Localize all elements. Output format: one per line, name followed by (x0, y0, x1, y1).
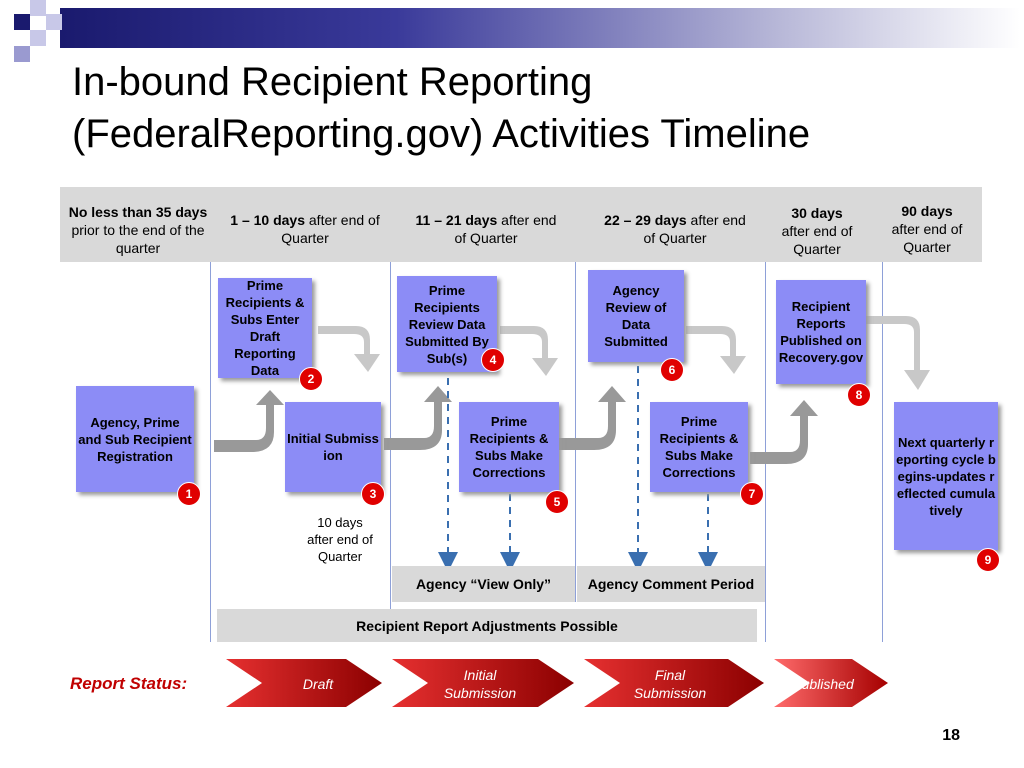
step-box-corrections-2: Prime Recipients & Subs Make Corrections (650, 402, 748, 492)
adjustments-band: Recipient Report Adjustments Possible (217, 609, 757, 642)
agency-comment-period-band: Agency Comment Period (577, 566, 765, 602)
column-divider (882, 262, 883, 642)
header-cell-text: after end of Quarter (281, 212, 380, 246)
step-label: Prime Recipients Review Data Submitted B… (405, 282, 489, 366)
header-cell-bold: 1 – 10 days (230, 212, 305, 228)
step-badge: 9 (976, 548, 1000, 572)
step-number: 8 (855, 388, 863, 402)
step-badge: 8 (847, 383, 871, 407)
curved-up-arrows (214, 386, 818, 464)
step-label: Agency Review of Data Submitted (604, 283, 668, 349)
decoration-square (14, 46, 30, 62)
step-number: 1 (185, 487, 193, 501)
decoration-square (30, 30, 46, 46)
header-cell-text: after end of Quarter (891, 221, 963, 255)
title-line-1: In-bound Recipient Reporting (72, 60, 593, 104)
initial-submission-note: 10 days after end of Quarter (307, 515, 373, 564)
dashed-review-arrows (438, 366, 718, 572)
arrow-1-to-2 (214, 390, 284, 452)
header-cell-bold: 30 days (791, 205, 843, 221)
step-label: Agency, Prime and Sub Recipient Registra… (78, 414, 192, 464)
step-box-published: Recipient Reports Published on Recovery.… (776, 280, 866, 384)
title-decoration-bar (60, 8, 1020, 48)
band-label: Recipient Report Adjustments Possible (356, 617, 618, 634)
status-stage-final: Final Submission (633, 667, 707, 701)
step-badge: 4 (481, 348, 505, 372)
status-stage-published: Published (792, 676, 854, 692)
step-number: 3 (369, 487, 377, 501)
step-number: 5 (553, 495, 561, 509)
step-box-review-sub-data: Prime Recipients Review Data Submitted B… (397, 276, 497, 372)
step-badge: 7 (740, 482, 764, 506)
arrow-8-to-9 (866, 316, 930, 390)
step-badge: 5 (545, 490, 569, 514)
step-box-next-cycle: Next quarterly reporting cycle begins-up… (894, 402, 998, 550)
arrow-4-to-5 (500, 326, 558, 376)
step-number: 2 (307, 372, 315, 386)
arrow-3-to-4 (384, 386, 452, 450)
step-badge: 3 (361, 482, 385, 506)
step-badge: 1 (177, 482, 201, 506)
header-cell-bold: No less than 35 days (68, 204, 208, 220)
step-label: Prime Recipients & Subs Make Corrections (659, 414, 739, 480)
report-status-label: Report Status: (70, 674, 188, 693)
header-cell-text: prior to the end of the quarter (71, 222, 205, 256)
step-box-corrections-1: Prime Recipients & Subs Make Corrections (459, 402, 559, 492)
title-line-2: (FederalReporting.gov) Activities Timeli… (72, 112, 811, 156)
step-box-agency-review: Agency Review of Data Submitted (588, 270, 684, 362)
status-chevron-published (774, 659, 888, 707)
decoration-square (14, 14, 30, 30)
step-number: 7 (748, 487, 756, 501)
header-cell-bold: 90 days (901, 203, 953, 219)
header-cell-90-days: 90 days after end of Quarter (886, 202, 968, 256)
header-cell-text: after end of Quarter (781, 223, 853, 257)
status-chevron-draft (226, 659, 382, 707)
decoration-square (30, 0, 46, 16)
status-chevron-final (584, 659, 764, 707)
band-label: Agency Comment Period (587, 576, 755, 592)
step-number: 4 (489, 353, 497, 367)
arrow-7-to-8 (750, 400, 818, 464)
timeline-header-band (60, 187, 982, 262)
column-divider (390, 262, 391, 642)
arrow-6-to-7 (686, 326, 746, 374)
header-cell-bold: 11 – 21 days (415, 212, 498, 228)
header-cell-text: after end of Quarter (643, 212, 746, 246)
decoration-square (46, 14, 62, 30)
header-cell-22-29-days: 22 – 29 days after end of Quarter (600, 211, 750, 247)
step-number: 9 (984, 553, 992, 567)
step-label: Prime Recipients & Subs Enter Draft Repo… (225, 278, 305, 378)
step-badge: 2 (299, 367, 323, 391)
step-badge: 6 (660, 358, 684, 382)
step-label: Prime Recipients & Subs Make Corrections (469, 414, 549, 480)
page-number: 18 (942, 727, 960, 744)
header-cell-pre-quarter: No less than 35 days prior to the end of… (66, 203, 210, 257)
agency-view-only-band: Agency “View Only” (392, 566, 575, 602)
column-divider (210, 262, 211, 642)
header-cell-bold: 22 – 29 days (604, 212, 687, 228)
step-box-initial-submission: Initial Submission (285, 402, 381, 492)
slide-title: In-bound Recipient Reporting (FederalRep… (72, 56, 810, 160)
header-cell-11-21-days: 11 – 21 days after end of Quarter (410, 211, 562, 247)
header-cell-text: after end of Quarter (454, 212, 557, 246)
step-number: 6 (668, 363, 676, 377)
status-stage-initial: Initial Submission (443, 667, 517, 701)
curved-down-arrows (318, 316, 930, 390)
arrow-5-to-6 (558, 386, 626, 450)
step-label: Recipient Reports Published on Recovery.… (778, 299, 864, 365)
status-stage-draft: Draft (302, 676, 334, 692)
step-label: Initial Submission (287, 431, 379, 463)
step-box-enter-draft: Prime Recipients & Subs Enter Draft Repo… (218, 278, 312, 378)
band-label: Agency “View Only” (415, 576, 552, 592)
column-divider (575, 262, 576, 602)
step-box-registration: Agency, Prime and Sub Recipient Registra… (76, 386, 194, 492)
status-chevron-initial (392, 659, 574, 707)
header-cell-30-days: 30 days after end of Quarter (776, 204, 858, 258)
step-label: Next quarterly reporting cycle begins-up… (896, 434, 996, 518)
arrow-2-to-3 (318, 326, 380, 372)
header-cell-1-10-days: 1 – 10 days after end of Quarter (230, 211, 380, 247)
